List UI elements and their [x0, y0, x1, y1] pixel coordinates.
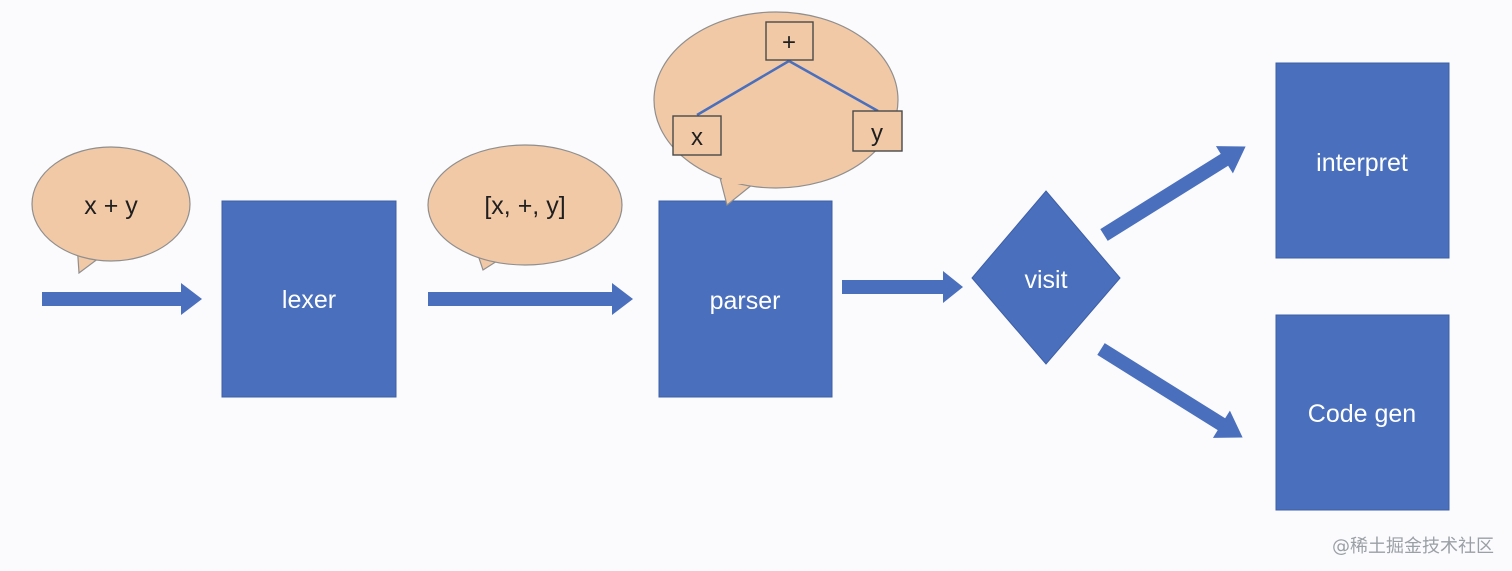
interpret-arrow: [1100, 146, 1246, 241]
parser-label: parser: [710, 287, 781, 315]
ast-bubble: + x y: [653, 11, 903, 207]
visit-arrow: [842, 271, 963, 303]
lexer-label: lexer: [282, 286, 336, 314]
tokens-bubble: [x, +, y]: [427, 144, 623, 271]
ast-root-label: +: [782, 29, 796, 56]
input-bubble-text: x + y: [84, 192, 138, 220]
ast-right-label: y: [871, 120, 883, 147]
visit-label: visit: [1024, 266, 1067, 294]
tokens-arrow: [428, 283, 633, 315]
codegen-label: Code gen: [1308, 400, 1416, 428]
codegen-arrow: [1097, 343, 1243, 438]
interpret-block: interpret: [1275, 62, 1450, 259]
visit-diamond: visit: [971, 190, 1121, 365]
parser-block: parser: [658, 200, 833, 398]
input-bubble: x + y: [31, 146, 191, 275]
codegen-block: Code gen: [1275, 314, 1450, 511]
watermark-text: @稀土掘金技术社区: [1332, 536, 1494, 557]
ast-left-label: x: [691, 124, 703, 151]
tokens-bubble-text: [x, +, y]: [484, 192, 565, 220]
interpret-label: interpret: [1316, 149, 1408, 177]
ast-right-node: y: [852, 110, 903, 152]
lexer-block: lexer: [221, 200, 397, 398]
input-arrow: [42, 283, 202, 315]
ast-root-node: +: [765, 21, 814, 61]
ast-left-node: x: [672, 115, 722, 156]
ast-edge-left: [696, 59, 790, 117]
ast-edge-right: [788, 59, 879, 113]
